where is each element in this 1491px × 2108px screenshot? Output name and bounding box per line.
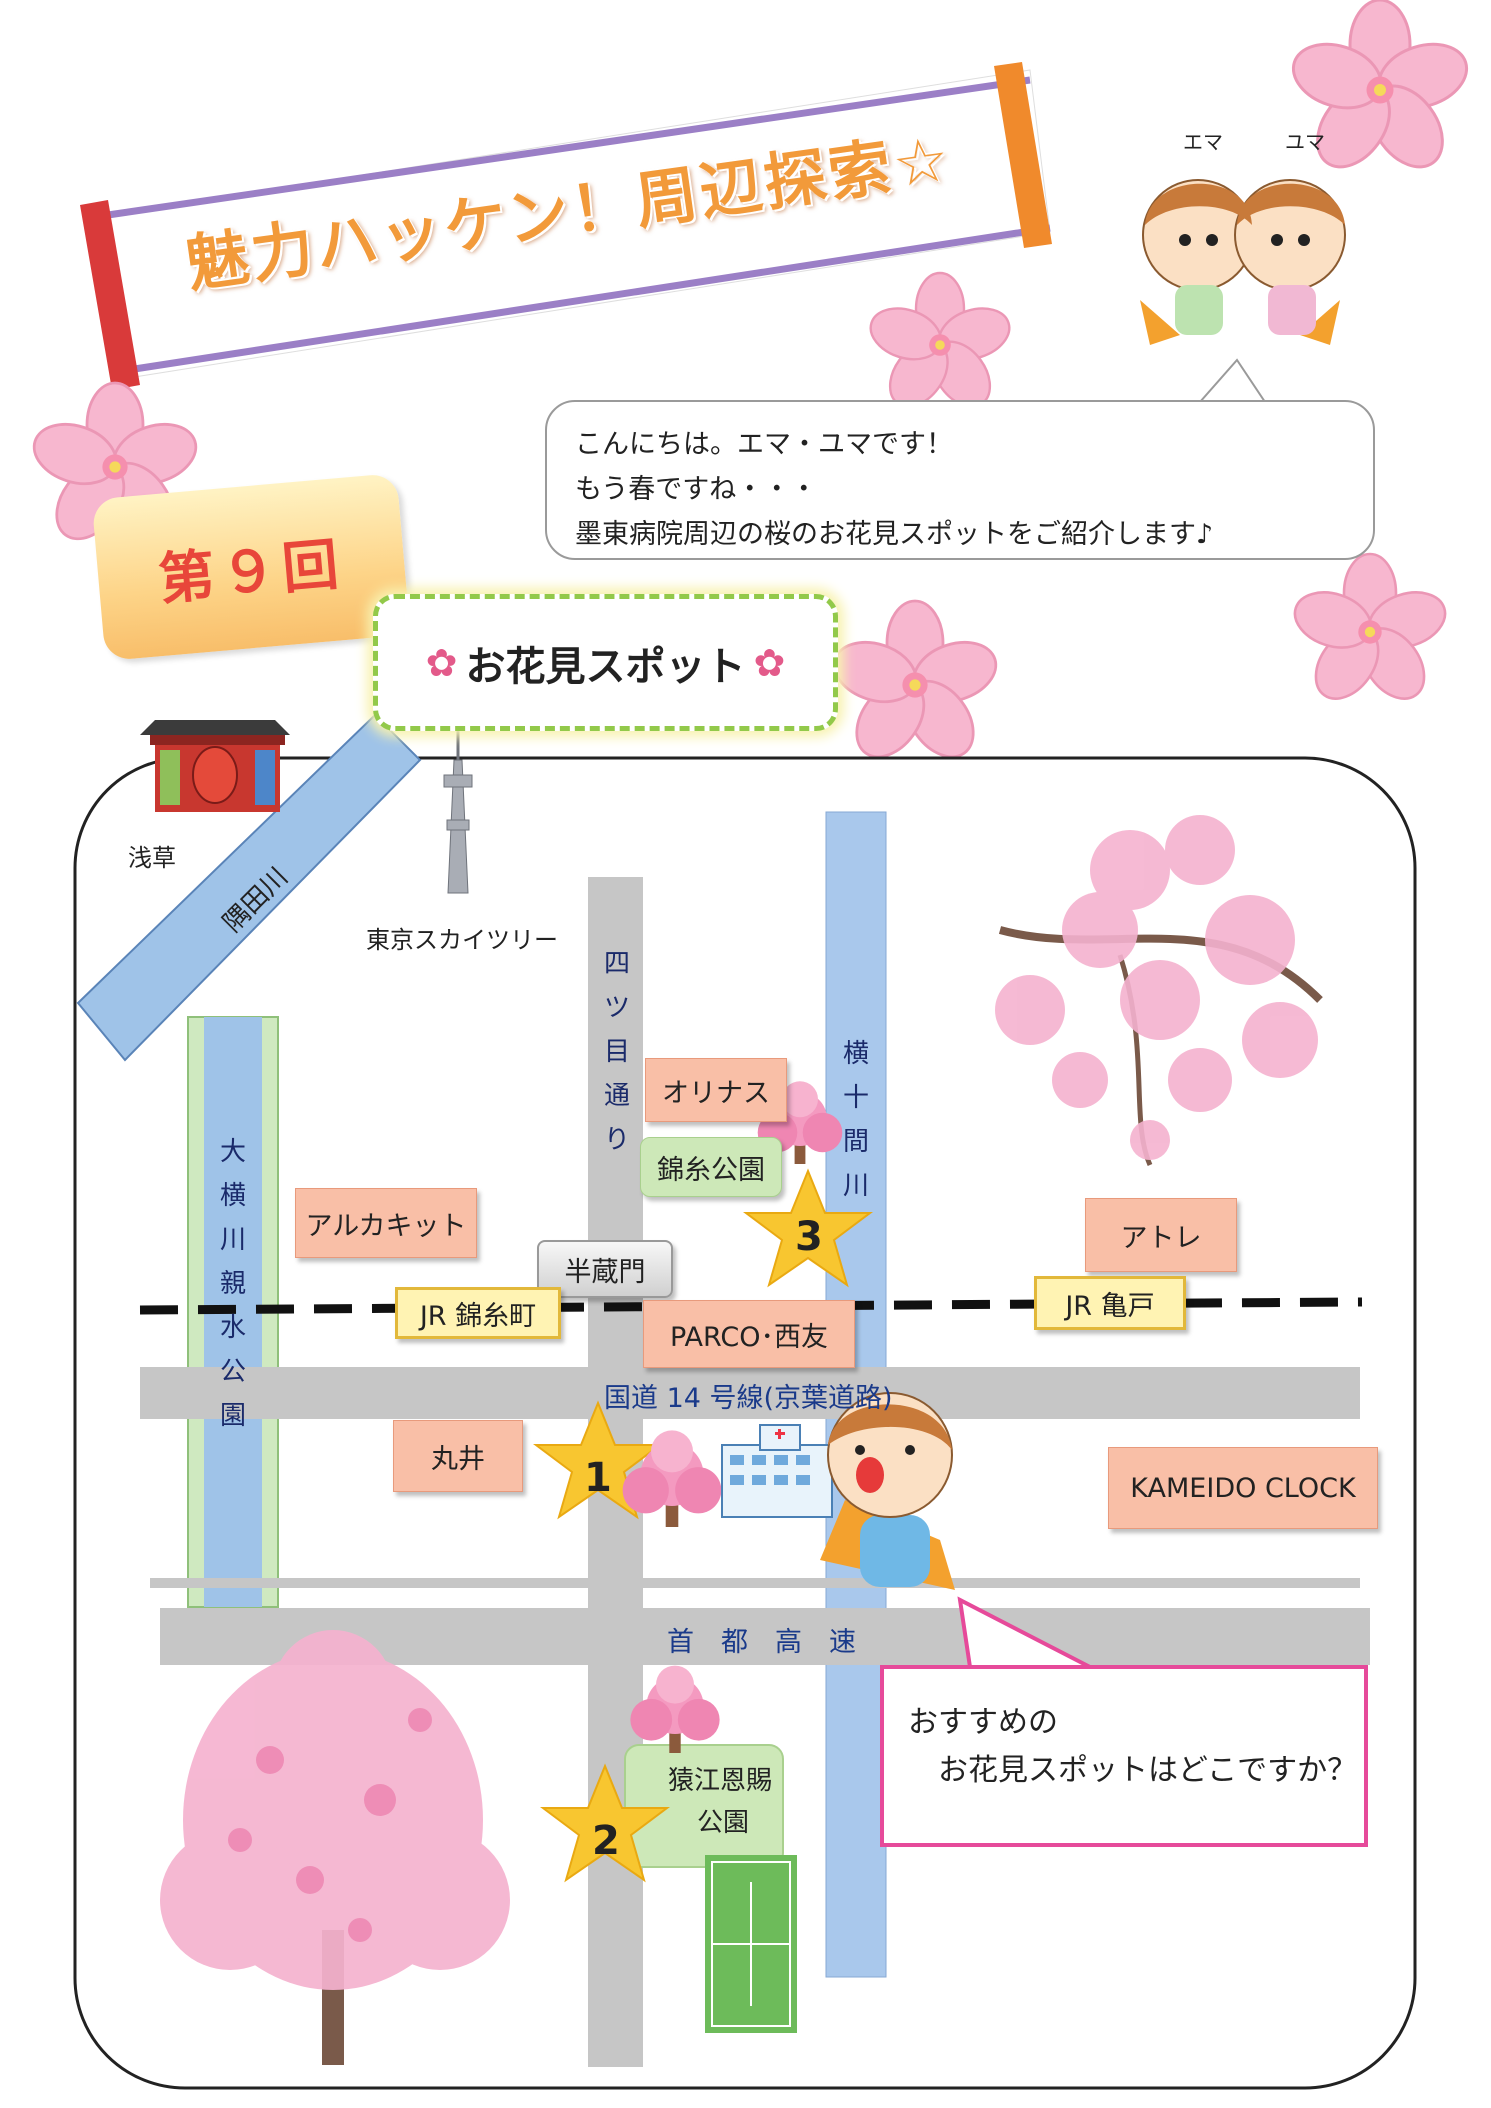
label-yotsume-road: 四ツ 目通 り	[603, 949, 630, 1155]
mascot-boy-illustration	[820, 1392, 955, 1590]
cherry-tree-illustration	[160, 1630, 510, 2065]
label-route14: 国道 14 号線(京葉道路)	[604, 1383, 893, 1414]
place-parco: PARCO･西友	[643, 1300, 855, 1368]
question-line: おすすめの	[908, 1705, 1058, 1740]
question-balloon: おすすめの お花見スポットはどこですか？	[880, 1665, 1368, 1847]
asakusa-gate-icon	[140, 720, 290, 812]
label-skytree: 東京スカイツリー	[366, 926, 558, 954]
spot-number-2: 2	[592, 1818, 620, 1864]
skytree-icon	[443, 720, 473, 894]
place-kameido-clock: KAMEIDO CLOCK	[1108, 1447, 1378, 1529]
cherry-blossom-icon: ✿	[753, 640, 786, 685]
place-arcakit: アルカキット	[295, 1188, 477, 1258]
character-name-yuma: ユマ	[1285, 130, 1325, 154]
greeting-line: もう春ですね・・・	[575, 474, 818, 505]
greeting-line: 墨東病院周辺の桜のお花見スポットをご紹介します♪	[575, 519, 1214, 550]
place-marui: 丸井	[393, 1420, 523, 1492]
question-line: お花見スポットはどこですか？	[908, 1753, 1358, 1788]
section-title-box: ✿ お花見スポット ✿	[373, 594, 838, 731]
issue-badge: 第９回	[91, 472, 411, 662]
label-expressway: 首 都 高 速	[667, 1627, 856, 1658]
place-sarue-park-2: 公園	[697, 1808, 750, 1838]
place-kinshi-park: 錦糸公園	[640, 1137, 782, 1197]
section-title: お花見スポット	[465, 643, 746, 690]
cherry-blossom-icon: ✿	[425, 640, 458, 685]
place-olinas: オリナス	[645, 1058, 787, 1122]
hospital-icon	[721, 1424, 833, 1518]
spot-number-3: 3	[795, 1214, 823, 1260]
place-jr-kameido: JR 亀戸	[1034, 1276, 1186, 1330]
spot-number-1: 1	[584, 1455, 612, 1501]
label-asakusa: 浅草	[128, 844, 176, 872]
place-jr-kinshicho: JR 錦糸町	[395, 1287, 561, 1339]
label-oyokogawa-park: 大横 川親 水公 園	[219, 1137, 246, 1431]
twin-mascots-illustration	[1140, 179, 1346, 345]
label-yokojukken-river: 横十 間川	[842, 1039, 869, 1201]
issue-label: 第９回	[155, 531, 347, 613]
place-sarue-park: 猿江恩賜	[668, 1766, 773, 1796]
place-atre: アトレ	[1085, 1198, 1237, 1272]
greeting-balloon: こんにちは。エマ・ユマです！ もう春ですね・・・ 墨東病院周辺の桜のお花見スポッ…	[545, 400, 1375, 560]
cherry-branch-illustration	[995, 815, 1323, 1167]
greeting-line: こんにちは。エマ・ユマです！	[575, 429, 953, 460]
title-banner	[80, 62, 1052, 390]
character-name-ema: エマ	[1183, 130, 1223, 154]
